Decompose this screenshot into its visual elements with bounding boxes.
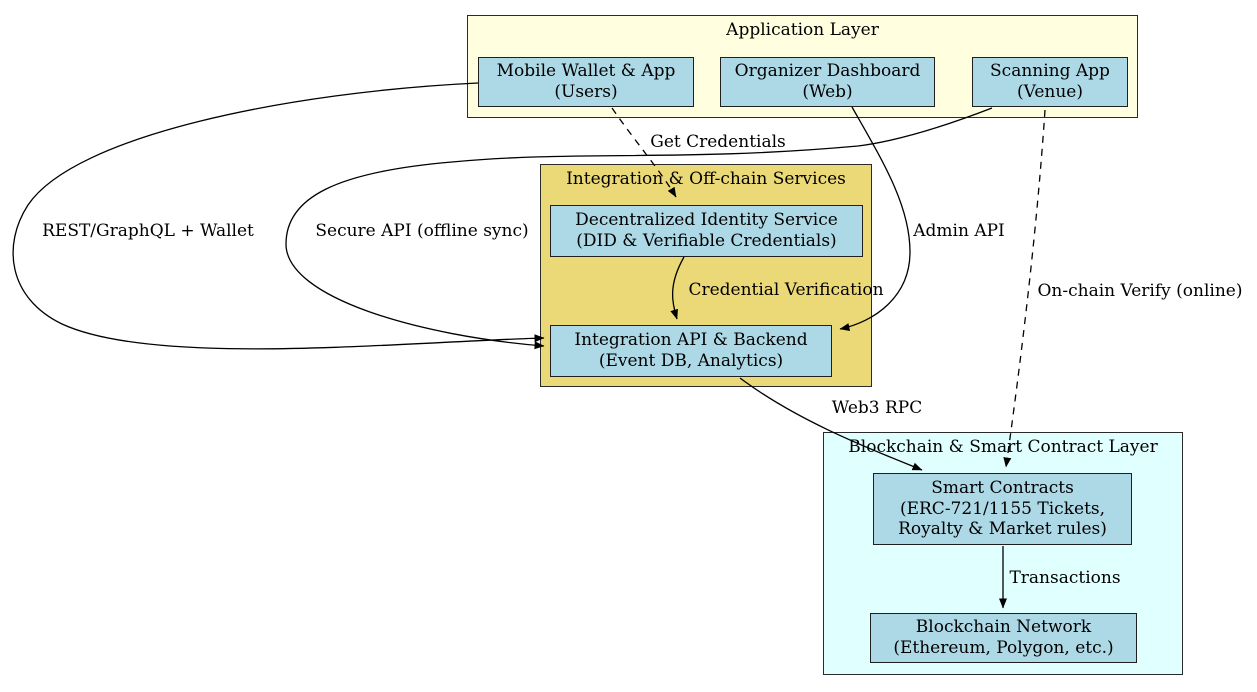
node-scanning-app: Scanning App (Venue) — [972, 57, 1128, 107]
edge-label-rest-graphql-wallet: REST/GraphQL + Wallet — [42, 221, 254, 241]
node-mobile-wallet-app: Mobile Wallet & App (Users) — [478, 57, 694, 107]
edge-rest-graphql-wallet — [12, 82, 545, 350]
edge-label-admin-api: Admin API — [913, 221, 1005, 241]
cluster-application-title: Application Layer — [726, 20, 879, 40]
edge-label-transactions: Transactions — [1009, 568, 1121, 588]
cluster-integration-title: Integration & Off-chain Services — [566, 169, 846, 189]
node-smart-contracts: Smart Contracts (ERC-721/1155 Tickets, R… — [873, 473, 1132, 545]
edge-label-on-chain-verify: On-chain Verify (online) — [1037, 281, 1243, 301]
edge-label-secure-api: Secure API (offline sync) — [315, 221, 529, 241]
edge-label-web3-rpc: Web3 RPC — [831, 398, 923, 418]
node-organizer-dashboard: Organizer Dashboard (Web) — [720, 57, 935, 107]
node-integration-api-backend: Integration API & Backend (Event DB, Ana… — [550, 325, 832, 377]
edge-label-get-credentials: Get Credentials — [650, 132, 786, 152]
cluster-blockchain-title: Blockchain & Smart Contract Layer — [848, 437, 1158, 457]
node-did-service: Decentralized Identity Service (DID & Ve… — [550, 205, 863, 257]
edge-label-credential-verification: Credential Verification — [688, 280, 884, 300]
node-blockchain-network: Blockchain Network (Ethereum, Polygon, e… — [870, 613, 1137, 663]
